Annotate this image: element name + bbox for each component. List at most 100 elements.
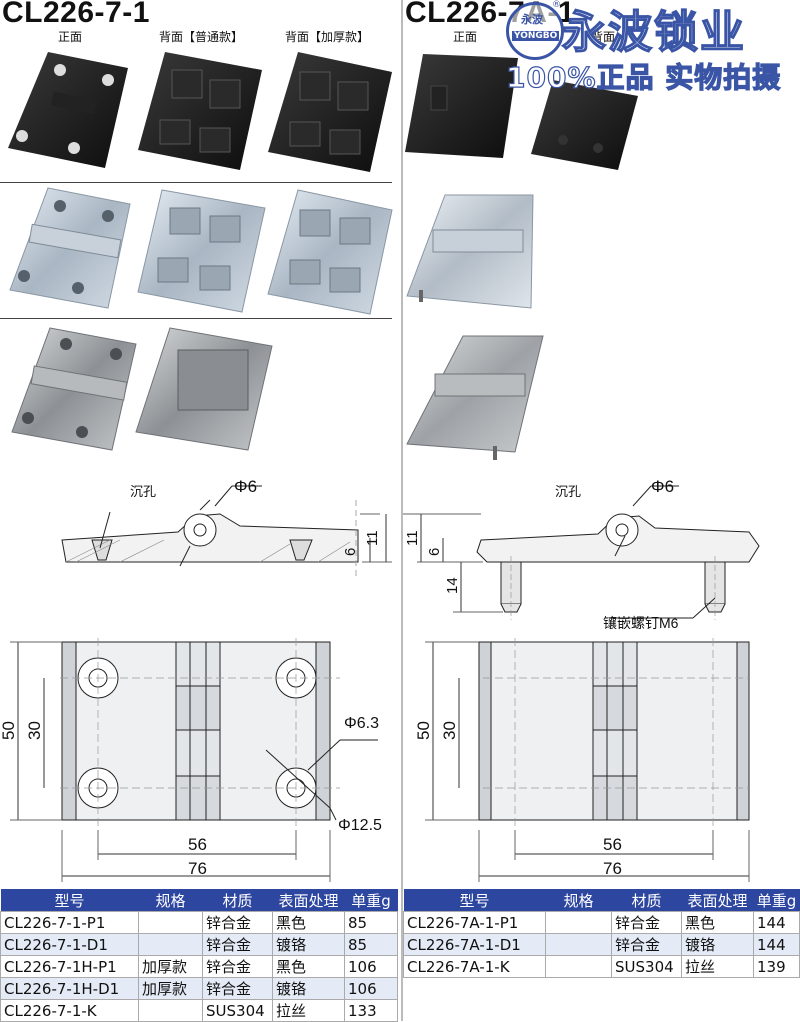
row-separator-2 — [0, 318, 392, 319]
cell-spec — [545, 955, 612, 978]
cell-spec — [138, 911, 203, 934]
right-technical-drawing: 沉孔 Φ6 11 6 14 镶嵌螺钉M6 50 30 56 76 — [403, 477, 760, 882]
cell-spec — [545, 911, 612, 934]
chrome-hinge-back-standard — [137, 189, 266, 313]
cell-spec: 加厚款 — [138, 955, 203, 978]
logo-text-top: 永波 — [521, 13, 543, 26]
black-hinge-back-thick — [268, 52, 392, 172]
left-dim-11: 11 — [364, 530, 381, 546]
cell-finish: 拉丝 — [272, 999, 345, 1022]
cell-material: 锌合金 — [611, 933, 682, 956]
cell-material: 锌合金 — [202, 911, 273, 934]
cell-finish: 镀铬 — [272, 977, 345, 1000]
cell-spec — [545, 933, 612, 956]
right-countersink-label: 沉孔 — [555, 484, 581, 499]
left-dim-56: 56 — [188, 835, 207, 854]
cell-material: 锌合金 — [202, 933, 273, 956]
cell-weight: 133 — [344, 999, 398, 1022]
left-model-title: CL226-7-1 — [2, 0, 150, 29]
col-model: 型号 — [0, 889, 139, 912]
cell-weight: 85 — [344, 933, 398, 956]
left-view-label-back-std: 背面【普通款】 — [158, 30, 243, 44]
left-dim-30: 30 — [25, 721, 44, 740]
cell-model: CL226-7-1H-D1 — [0, 977, 139, 1000]
cell-model: CL226-7-1-D1 — [0, 933, 139, 956]
right-dim-14: 14 — [444, 577, 461, 594]
steel-hinge-front — [11, 327, 137, 451]
cell-model: CL226-7A-1-P1 — [403, 911, 546, 934]
cell-weight: 139 — [753, 955, 800, 978]
right-view-label-back: 背面 — [590, 30, 615, 44]
col-spec: 规格 — [138, 889, 203, 912]
cell-finish: 黑色 — [272, 955, 345, 978]
chrome-hinge-front — [9, 187, 131, 309]
left-countersink-label: 沉孔 — [130, 484, 156, 499]
cell-spec — [138, 999, 203, 1022]
col-weight: 单重g — [344, 889, 398, 912]
black-hinge-front — [8, 52, 128, 168]
cell-material: 锌合金 — [202, 977, 273, 1000]
watermark-subtitle: 100%正品 实物拍摄 — [505, 60, 782, 94]
cell-weight: 106 — [344, 977, 398, 1000]
left-dim-50: 50 — [0, 721, 18, 740]
chrome-hinge-back-thick — [267, 189, 393, 315]
cell-material: SUS304 — [202, 999, 273, 1022]
left-dim-phi6: Φ6 — [234, 477, 257, 496]
cell-finish: 拉丝 — [681, 955, 754, 978]
cell-material: 锌合金 — [202, 955, 273, 978]
col-finish: 表面处理 — [272, 889, 345, 912]
cell-model: CL226-7-1-K — [0, 999, 139, 1022]
cell-model: CL226-7A-1-K — [403, 955, 546, 978]
cell-spec — [138, 933, 203, 956]
left-view-label-back-thick: 背面【加厚款】 — [284, 30, 369, 44]
cell-weight: 144 — [753, 911, 800, 934]
left-dim-76: 76 — [188, 859, 207, 878]
col-weight: 单重g — [753, 889, 800, 912]
right-dim-phi6: Φ6 — [651, 477, 674, 496]
steel-hinge-back — [135, 327, 273, 451]
left-product-photos — [8, 52, 393, 451]
right-table-header: 型号 规格 材质 表面处理 单重g — [403, 889, 800, 912]
cell-weight: 144 — [753, 933, 800, 956]
cell-material: 锌合金 — [611, 911, 682, 934]
brand-watermark: 永波 YONGBO ® 永波锁业 100%正品 实物拍摄 — [505, 0, 796, 95]
brand-logo: 永波 YONGBO — [506, 2, 564, 60]
black-hinge-7a-front — [405, 54, 518, 158]
cell-spec: 加厚款 — [138, 977, 203, 1000]
left-view-label-front: 正面 — [57, 30, 82, 44]
cell-model: CL226-7-1H-P1 — [0, 955, 139, 978]
cell-material: SUS304 — [611, 955, 682, 978]
col-material: 材质 — [611, 889, 682, 912]
chrome-hinge-7a — [406, 194, 534, 309]
logo-text-bottom: YONGBO — [512, 31, 560, 41]
right-stud-label: 镶嵌螺钉M6 — [603, 615, 679, 631]
row-separator-1 — [0, 182, 392, 183]
cell-weight: 85 — [344, 911, 398, 934]
cell-weight: 106 — [344, 955, 398, 978]
right-dim-30: 30 — [440, 721, 459, 740]
left-dim-6: 6 — [342, 548, 359, 556]
col-model: 型号 — [403, 889, 546, 912]
col-finish: 表面处理 — [681, 889, 754, 912]
right-dim-76: 76 — [603, 859, 622, 878]
steel-hinge-7a — [406, 335, 544, 460]
right-product-photos — [405, 54, 638, 460]
cell-finish: 镀铬 — [681, 933, 754, 956]
left-dim-phi125: Φ12.5 — [338, 817, 382, 834]
column-divider — [401, 0, 403, 1021]
cell-model: CL226-7A-1-D1 — [403, 933, 546, 956]
black-hinge-back-standard — [138, 52, 262, 170]
watermark-brand-text: 永波锁业 — [561, 6, 746, 59]
black-hinge-7a-back — [531, 80, 638, 170]
col-material: 材质 — [202, 889, 273, 912]
cell-finish: 镀铬 — [272, 933, 345, 956]
